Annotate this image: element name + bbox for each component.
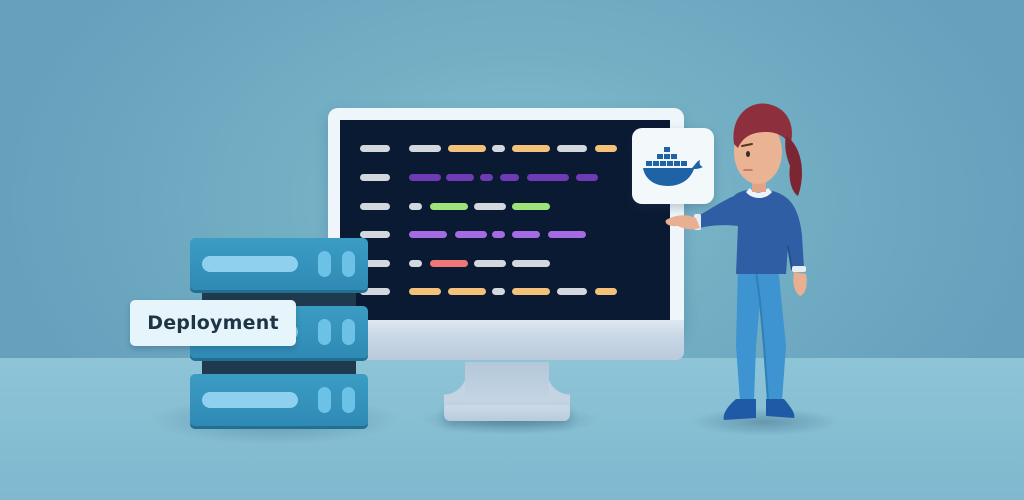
code-token: [595, 145, 617, 152]
code-token: [480, 174, 493, 181]
code-token: [409, 145, 441, 152]
code-token: [512, 288, 550, 295]
sweater: [698, 189, 804, 274]
code-token: [512, 203, 550, 210]
server-light: [342, 251, 355, 277]
code-token: [500, 174, 519, 181]
server-gap: [202, 358, 356, 376]
docker-card: [632, 128, 714, 204]
code-token: [448, 145, 486, 152]
code-token: [360, 203, 390, 210]
shoe: [766, 399, 795, 418]
code-screen: [340, 120, 670, 320]
code-token: [409, 231, 447, 238]
code-token: [527, 174, 569, 181]
docker-whale-icon: [643, 147, 703, 186]
server-unit-bottom: [190, 374, 368, 426]
code-token: [360, 174, 390, 181]
code-token: [430, 203, 468, 210]
code-token: [492, 288, 505, 295]
code-token: [430, 260, 468, 267]
code-token: [595, 288, 617, 295]
code-token: [557, 288, 587, 295]
pants: [736, 266, 786, 401]
code-token: [409, 288, 441, 295]
code-token: [409, 174, 441, 181]
deployment-label: Deployment: [130, 300, 296, 346]
monitor-stand-base: [444, 405, 570, 421]
hand: [665, 215, 700, 230]
server-slot: [202, 392, 298, 408]
hair: [733, 103, 792, 148]
code-token: [557, 145, 587, 152]
developer-character: [665, 103, 807, 420]
monitor-stand: [465, 362, 549, 412]
server-light: [318, 251, 331, 277]
monitor-stand-curve: [546, 372, 570, 408]
person-shadow: [690, 408, 840, 436]
server-light: [342, 319, 355, 345]
hand: [793, 272, 807, 296]
code-token: [455, 231, 487, 238]
monitor-chin: [328, 320, 684, 360]
server-light: [318, 387, 331, 413]
ponytail: [785, 136, 802, 196]
server-slot: [202, 256, 298, 272]
code-token: [512, 145, 550, 152]
shoe: [723, 399, 756, 420]
code-token: [360, 145, 390, 152]
code-token: [548, 231, 586, 238]
server-light: [342, 387, 355, 413]
server-unit-top: [190, 238, 368, 290]
code-token: [448, 288, 486, 295]
server-light: [318, 319, 331, 345]
code-token: [512, 260, 550, 267]
code-token: [446, 174, 474, 181]
code-token: [474, 203, 506, 210]
code-token: [360, 231, 390, 238]
code-token: [492, 231, 505, 238]
code-token: [409, 203, 422, 210]
code-token: [360, 288, 390, 295]
code-token: [360, 260, 390, 267]
code-token: [492, 145, 505, 152]
code-token: [474, 260, 506, 267]
monitor-stand-curve: [444, 372, 468, 408]
code-token: [512, 231, 540, 238]
code-token: [409, 260, 422, 267]
code-token: [576, 174, 598, 181]
